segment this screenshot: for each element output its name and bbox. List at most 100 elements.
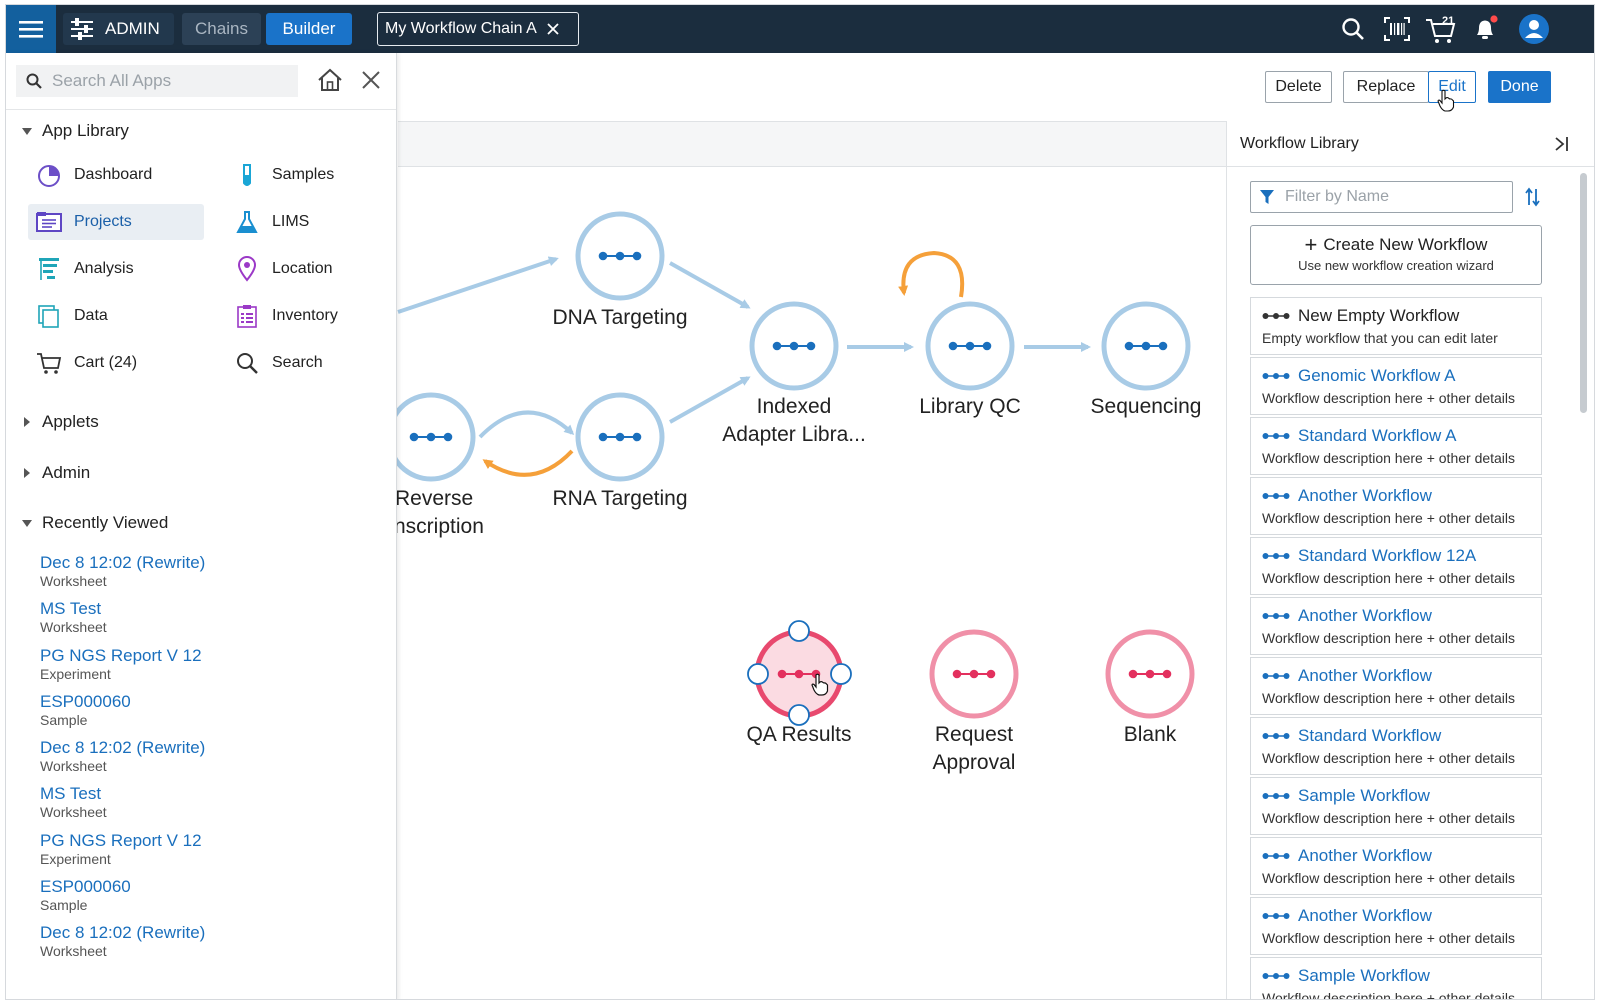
workflow-list-item[interactable]: Genomic Workflow A Workflow description h… <box>1250 357 1542 415</box>
caret-down-icon <box>22 127 32 135</box>
app-drawer: App Library Dashboard Samples Projects L… <box>6 53 397 999</box>
builder-tab[interactable]: Builder <box>266 13 352 45</box>
resize-handle[interactable] <box>830 663 852 685</box>
user-icon <box>1519 14 1549 44</box>
user-avatar-button[interactable] <box>1518 13 1550 45</box>
search-input[interactable] <box>52 71 272 91</box>
node-label-request-approval: Request Approval <box>899 721 1049 777</box>
workflow-dots-icon <box>1262 793 1290 799</box>
app-data[interactable]: Data <box>28 298 204 334</box>
node-indexed-adapter[interactable] <box>749 301 839 391</box>
recent-title[interactable]: Dec 8 12:02 (Rewrite) <box>40 553 206 572</box>
recent-title[interactable]: MS Test <box>40 784 102 803</box>
workflow-title: Genomic Workflow A <box>1298 366 1456 385</box>
search-button[interactable] <box>1338 14 1368 44</box>
app-inventory[interactable]: Inventory <box>226 298 386 334</box>
recent-title[interactable]: ESP000060 <box>40 877 131 896</box>
scrollbar-thumb[interactable] <box>1580 173 1587 413</box>
close-icon[interactable] <box>547 23 559 35</box>
recent-item[interactable]: Dec 8 12:02 (Rewrite)Worksheet <box>40 923 205 959</box>
recent-title[interactable]: PG NGS Report V 12 <box>40 646 202 665</box>
app-location[interactable]: Location <box>226 251 386 287</box>
app-search[interactable] <box>16 65 298 97</box>
home-icon[interactable] <box>317 68 343 92</box>
cart-button[interactable]: 21 <box>1424 14 1458 44</box>
location-pin-icon <box>237 256 257 282</box>
recent-title[interactable]: PG NGS Report V 12 <box>40 831 202 850</box>
delete-button[interactable]: Delete <box>1265 71 1332 103</box>
node-request-approval[interactable] <box>929 629 1019 719</box>
recent-title[interactable]: MS Test <box>40 599 102 618</box>
app-samples[interactable]: Samples <box>226 157 386 193</box>
recent-title[interactable]: Dec 8 12:02 (Rewrite) <box>40 738 206 757</box>
filter-field[interactable] <box>1250 181 1513 213</box>
cart-icon <box>37 353 62 374</box>
node-library-qc[interactable] <box>925 301 1015 391</box>
node-sequencing[interactable] <box>1101 301 1191 391</box>
recent-title[interactable]: Dec 8 12:02 (Rewrite) <box>40 923 206 942</box>
node-dna-targeting[interactable] <box>575 211 665 301</box>
resize-handle[interactable] <box>788 620 810 642</box>
section-recently-viewed[interactable]: Recently Viewed <box>22 513 168 533</box>
caret-right-icon <box>24 468 30 478</box>
section-admin[interactable]: Admin <box>22 463 90 483</box>
workflow-dots-icon <box>772 341 816 351</box>
section-applets[interactable]: Applets <box>22 412 99 432</box>
recent-item[interactable]: Dec 8 12:02 (Rewrite)Worksheet <box>40 553 205 589</box>
chains-tab[interactable]: Chains <box>182 13 261 45</box>
node-reverse-transcription[interactable] <box>386 392 476 482</box>
node-label-indexed: Indexed Adapter Libra... <box>704 393 884 449</box>
close-icon[interactable] <box>362 71 380 89</box>
workflow-dots-icon <box>1262 613 1290 619</box>
filter-input[interactable] <box>1285 188 1485 206</box>
recent-type: Worksheet <box>40 804 107 820</box>
workflow-description: Workflow description here + other detail… <box>1262 390 1516 406</box>
resize-handle[interactable] <box>788 704 810 726</box>
app-dashboard[interactable]: Dashboard <box>28 157 204 193</box>
menu-button[interactable] <box>6 5 56 53</box>
node-rna-targeting[interactable] <box>575 392 665 482</box>
workflow-dots-icon <box>1124 341 1168 351</box>
resize-handle[interactable] <box>747 663 769 685</box>
chain-tab[interactable]: My Workflow Chain A <box>377 12 579 46</box>
recent-title[interactable]: ESP000060 <box>40 692 131 711</box>
create-new-workflow-button[interactable]: +Create New Workflow Use new workflow cr… <box>1250 225 1542 285</box>
replace-button[interactable]: Replace <box>1343 71 1429 103</box>
barcode-button[interactable] <box>1382 14 1412 44</box>
collapse-panel-icon[interactable] <box>1554 136 1570 152</box>
section-app-library[interactable]: App Library <box>22 121 129 141</box>
node-qa-results[interactable] <box>747 620 852 726</box>
admin-button[interactable]: ADMIN <box>63 13 174 45</box>
done-button[interactable]: Done <box>1488 71 1551 103</box>
workflow-title: Standard Workflow <box>1298 726 1442 745</box>
app-lims[interactable]: LIMS <box>226 204 386 240</box>
sort-icon[interactable] <box>1525 187 1541 207</box>
node-blank[interactable] <box>1105 629 1195 719</box>
inventory-clipboard-icon <box>237 305 257 328</box>
app-search[interactable]: Search <box>226 345 386 381</box>
app-analysis[interactable]: Analysis <box>28 251 204 287</box>
app-projects[interactable]: Projects <box>28 204 204 240</box>
workflow-canvas[interactable] <box>6 5 1226 1000</box>
app-cart[interactable]: Cart (24) <box>28 345 204 381</box>
recent-item[interactable]: Dec 8 12:02 (Rewrite)Worksheet <box>40 738 205 774</box>
notifications-button[interactable] <box>1471 14 1501 44</box>
dashboard-pie-icon <box>38 165 60 187</box>
